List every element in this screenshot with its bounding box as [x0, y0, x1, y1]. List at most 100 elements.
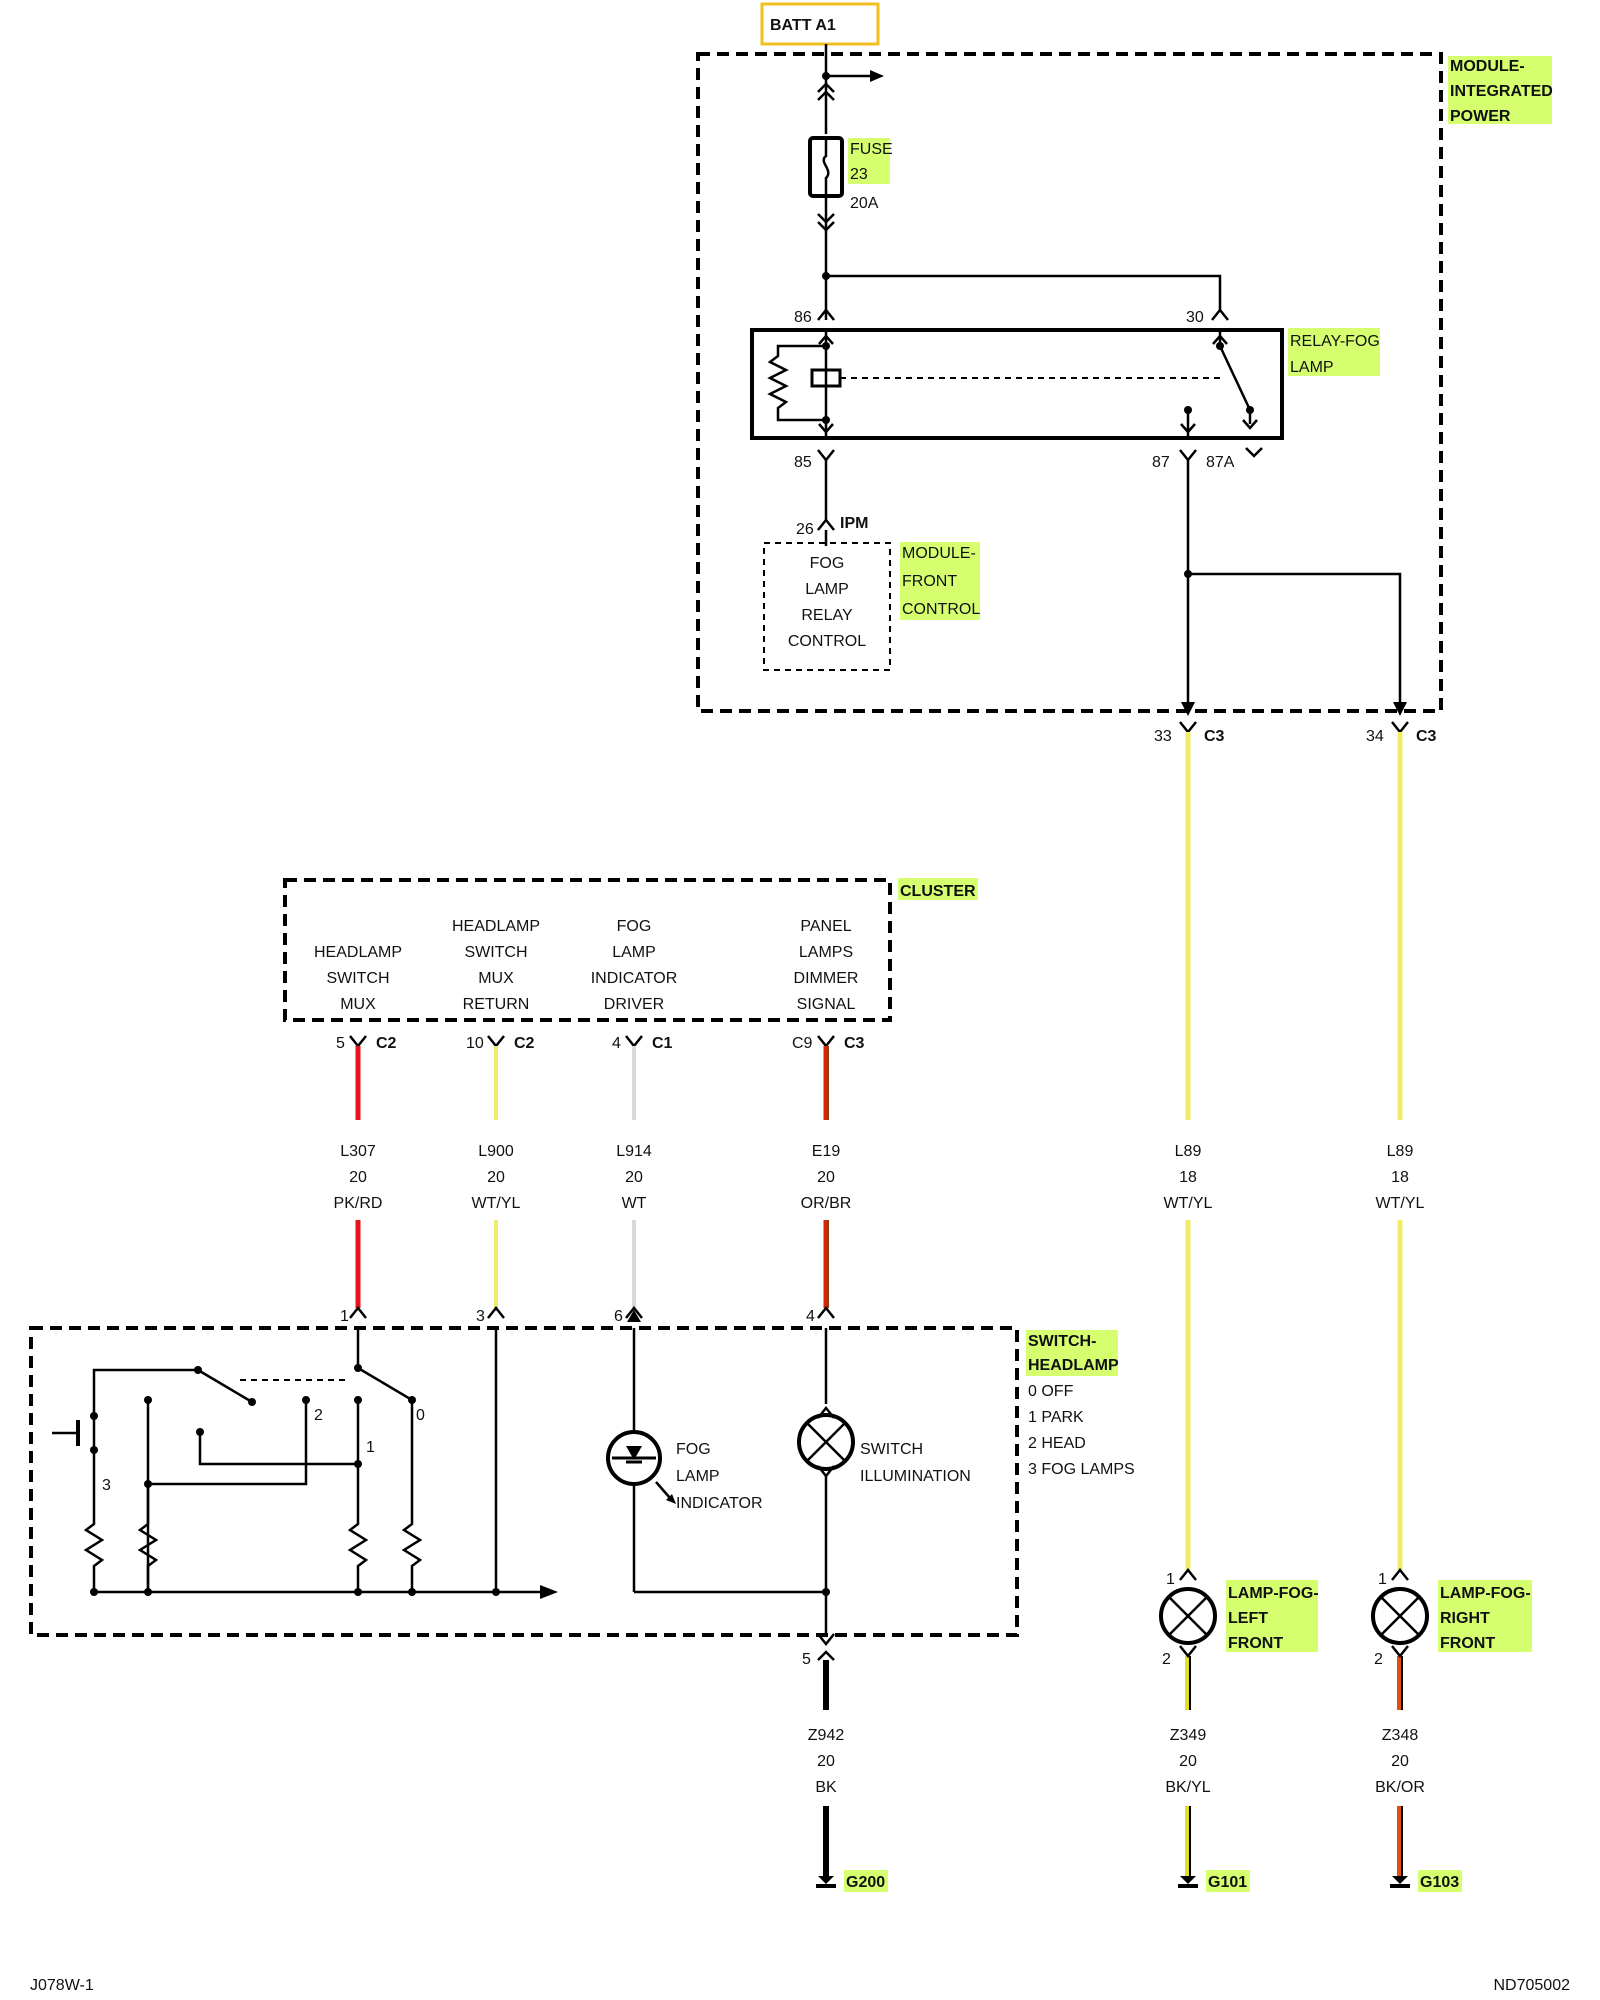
c3-conn-34: C3 [1416, 728, 1437, 745]
ipm-pin-number: 26 [796, 521, 814, 538]
cluster-connector-marks [349, 1035, 835, 1049]
wire-z942-gauge: 20 [817, 1753, 835, 1770]
relay-87-output-wire [1179, 449, 1407, 716]
front-control-label-2: FRONT [902, 573, 957, 590]
switch-position-0: 0 OFF [1028, 1383, 1074, 1400]
ground-g200-label: G200 [846, 1874, 885, 1891]
relay-highlight [1288, 328, 1380, 376]
switch-illumination-label-1: SWITCH [860, 1441, 923, 1458]
front-control-label-1: MODULE- [902, 545, 976, 562]
relay-pin-87a: 87A [1206, 454, 1235, 471]
switch-position-3: 3 FOG LAMPS [1028, 1461, 1135, 1478]
wire-e19-gauge: 20 [817, 1169, 835, 1186]
switch-illumination-label-2: ILLUMINATION [860, 1468, 971, 1485]
wire-z349-color: BK/YL [1165, 1779, 1210, 1796]
cluster-col-2-line-2: SWITCH [464, 944, 527, 961]
ground-g101-highlight [1206, 1870, 1250, 1892]
wire-l89-left-color: WT/YL [1164, 1195, 1213, 1212]
footer-left-code: J078W-1 [30, 1977, 94, 1994]
relay-pin-85: 85 [794, 454, 812, 471]
fog-relay-control-line-1: FOG [810, 555, 845, 572]
wire-l900-color: WT/YL [472, 1195, 521, 1212]
relay-87a-terminal [1245, 447, 1263, 458]
cluster-col-2-line-4: RETURN [463, 996, 530, 1013]
wire-l914-color: WT [622, 1195, 647, 1212]
cluster-col-fog-indicator-driver: FOG LAMP INDICATOR DRIVER [591, 918, 678, 1013]
integrated-power-label-2: INTEGRATED [1450, 83, 1553, 100]
ipm-connector: IPM [840, 515, 868, 532]
lamp-right-label-2: RIGHT [1440, 1610, 1490, 1627]
headlamp-switch-label-2: HEADLAMP [1028, 1357, 1119, 1374]
switch-connector-marks [349, 1305, 835, 1319]
cluster-col-4-line-4: SIGNAL [797, 996, 856, 1013]
cluster-pin-4: C9 [792, 1035, 813, 1052]
switch-illumination-lamp [797, 1328, 855, 1635]
fuse-number: 23 [850, 166, 868, 183]
fuse-highlight [848, 138, 890, 184]
switch-pin-4: 4 [806, 1308, 815, 1325]
c3-connector-33 [1179, 721, 1197, 735]
lamp-left-label-2: LEFT [1228, 1610, 1268, 1627]
cluster-conn-3: C1 [652, 1035, 673, 1052]
integrated-power-label-3: POWER [1450, 108, 1511, 125]
relay-label-2: LAMP [1290, 359, 1334, 376]
fuse-rating: 20A [850, 195, 879, 212]
wire-l900-gauge: 20 [487, 1169, 505, 1186]
c3-connector-34 [1391, 721, 1409, 735]
wire-z349-gauge: 20 [1179, 1753, 1197, 1770]
wire-l89-right-circuit: L89 [1387, 1143, 1414, 1160]
switch-pin-1: 1 [340, 1308, 349, 1325]
ground-g200-symbol [816, 1876, 836, 1888]
relay-pin-30: 30 [1186, 309, 1204, 326]
wire-l307-color: PK/RD [334, 1195, 383, 1212]
headlamp-switch-label-1: SWITCH- [1028, 1333, 1096, 1350]
cluster-conn-4: C3 [844, 1035, 865, 1052]
relay-label-1: RELAY-FOG [1290, 333, 1380, 350]
lamp-left-pin-2: 2 [1162, 1651, 1171, 1668]
relay-switch [1180, 330, 1258, 438]
fog-relay-control-line-4: CONTROL [788, 633, 866, 650]
fog-indicator-led [606, 1310, 826, 1594]
headlamp-switch-box [29, 1326, 1019, 1637]
lamp-right-label-1: LAMP-FOG- [1440, 1585, 1531, 1602]
lamp-left-highlight [1226, 1580, 1318, 1652]
cluster-pin-1: 5 [336, 1035, 345, 1052]
wire-z942-color: BK [815, 1779, 837, 1796]
lamp-left-label-1: LAMP-FOG- [1228, 1585, 1319, 1602]
cluster-highlight [898, 878, 978, 900]
battery-source-label: BATT A1 [770, 17, 836, 34]
cluster-col-panel-dimmer: PANEL LAMPS DIMMER SIGNAL [794, 918, 859, 1013]
cluster-col-4-line-3: DIMMER [794, 970, 859, 987]
switch-pin-5-mark [817, 1633, 835, 1647]
wire-e19-circuit: E19 [812, 1143, 841, 1160]
switch-pin-6: 6 [614, 1308, 623, 1325]
wire-l89-left-circuit: L89 [1175, 1143, 1202, 1160]
switch-contact-0: 0 [416, 1407, 425, 1424]
cluster-col-3-line-3: INDICATOR [591, 970, 678, 987]
lamp-left-label-3: FRONT [1228, 1635, 1283, 1652]
wire-l914-gauge: 20 [625, 1169, 643, 1186]
front-control-label-3: CONTROL [902, 601, 980, 618]
wire-z348-circuit: Z348 [1382, 1727, 1419, 1744]
lamp-right-pin-1: 1 [1378, 1571, 1387, 1588]
wire-l89-left-gauge: 18 [1179, 1169, 1197, 1186]
c3-conn-33: C3 [1204, 728, 1225, 745]
cluster-col-1-line-3: MUX [340, 996, 376, 1013]
ground-g200-highlight [844, 1870, 888, 1892]
cluster-col-headlamp-switch-mux-return: HEADLAMP SWITCH MUX RETURN [452, 918, 540, 1013]
cluster-label: CLUSTER [900, 883, 976, 900]
wire-e19-color: OR/BR [801, 1195, 852, 1212]
cluster-col-1-line-1: HEADLAMP [314, 944, 402, 961]
integrated-power-highlight [1448, 56, 1552, 124]
fog-lamp-right [1371, 1567, 1429, 1659]
cluster-conn-1: C2 [376, 1035, 397, 1052]
wire-z348-color: BK/OR [1375, 1779, 1425, 1796]
c3-pin-34: 34 [1366, 728, 1384, 745]
relay-pin-86: 86 [794, 309, 812, 326]
cluster-pin-3: 4 [612, 1035, 621, 1052]
wire-layer [355, 732, 1403, 1876]
cluster-pin-2: 10 [466, 1035, 484, 1052]
switch-contact-3: 3 [102, 1477, 111, 1494]
integrated-power-label-1: MODULE- [1450, 58, 1525, 75]
cluster-col-3-line-1: FOG [617, 918, 652, 935]
